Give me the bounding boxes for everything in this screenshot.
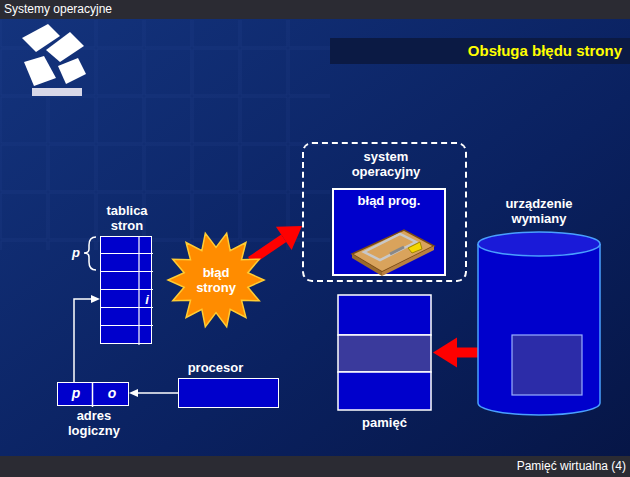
connector-line — [251, 238, 284, 260]
connector-line — [138, 392, 178, 394]
slide-footer: Pamięć wirtualna (4) — [517, 459, 626, 473]
offset-field: o — [94, 386, 130, 401]
mousetrap-illustration — [334, 216, 444, 276]
memory-heading: pamięć — [328, 415, 441, 430]
slide-title: Obsługa błędu strony — [468, 42, 622, 59]
processor-box: procesor — [178, 378, 279, 408]
connector-line — [74, 299, 91, 382]
lookup-arrow — [74, 295, 100, 382]
address-arrow — [129, 389, 178, 397]
box-label: błąd prog. — [334, 193, 444, 208]
header-bar — [0, 0, 630, 19]
handler-box: błąd prog. — [332, 188, 446, 276]
swap-in-arrow — [433, 338, 478, 368]
page-count-label: p — [72, 245, 80, 260]
arrow-head — [276, 226, 302, 250]
fault-label: błąd strony — [185, 265, 247, 295]
node-outline — [58, 383, 130, 407]
arrow-head — [129, 389, 138, 397]
page-field: p — [58, 386, 94, 401]
page-bracket — [84, 237, 96, 270]
trap-arrow — [251, 226, 302, 261]
logical-address: poadres logiczny — [57, 382, 129, 406]
footer-bar — [0, 456, 630, 477]
university-logo — [22, 24, 86, 96]
node-outline — [478, 232, 600, 415]
region-heading: system operacyjny — [336, 149, 436, 179]
course-name: Systemy operacyjne — [4, 2, 112, 16]
table-heading: tablica stron — [97, 203, 157, 233]
connector-line — [457, 348, 478, 358]
page-fault-burst: błąd strony — [168, 232, 264, 328]
processor-heading: procesor — [169, 360, 262, 375]
os-region: system operacyjny błąd prog. — [302, 142, 467, 282]
memory-block: pamięć — [338, 295, 431, 410]
device-heading: urządzenie wymiany — [489, 196, 589, 226]
node-outline — [338, 295, 431, 410]
page-table: tablica stroni — [100, 236, 152, 344]
address-heading: adres logiczny — [59, 408, 129, 438]
title-band — [330, 38, 630, 64]
entry-index: i — [141, 292, 153, 307]
node-outline — [101, 237, 153, 345]
swap-device: urządzenie wymiany — [478, 232, 600, 415]
arrow-head — [91, 295, 100, 303]
arrow-head — [433, 338, 457, 368]
